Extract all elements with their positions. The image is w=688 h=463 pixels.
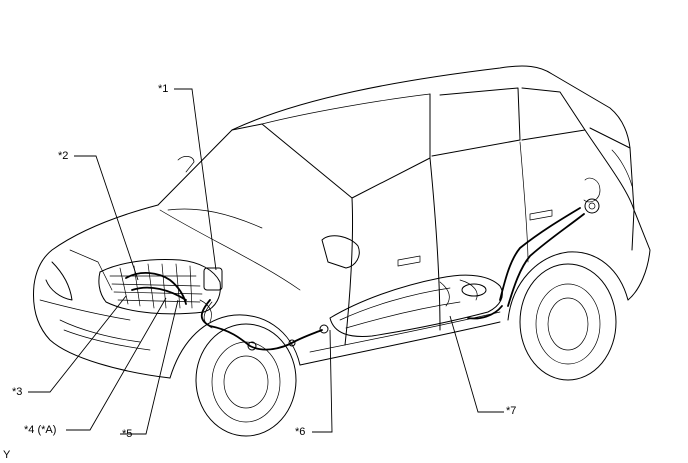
callout-label-2: *2 bbox=[58, 150, 69, 162]
callout-label-5: *5 bbox=[122, 428, 133, 440]
filler-pipe bbox=[499, 198, 600, 307]
engine-assembly bbox=[98, 259, 223, 323]
callout-label-6: *6 bbox=[295, 426, 306, 438]
callout-label-3: *3 bbox=[12, 386, 23, 398]
callout-label-1: *1 bbox=[158, 83, 169, 95]
vehicle-body bbox=[33, 65, 651, 437]
leader-lines bbox=[28, 88, 504, 435]
fuel-tank bbox=[329, 274, 503, 337]
callout-label-7: *7 bbox=[506, 405, 517, 417]
callout-label-4: *4 (*A) bbox=[24, 424, 57, 436]
corner-mark: Y bbox=[3, 449, 11, 461]
fuel-line bbox=[200, 299, 329, 351]
